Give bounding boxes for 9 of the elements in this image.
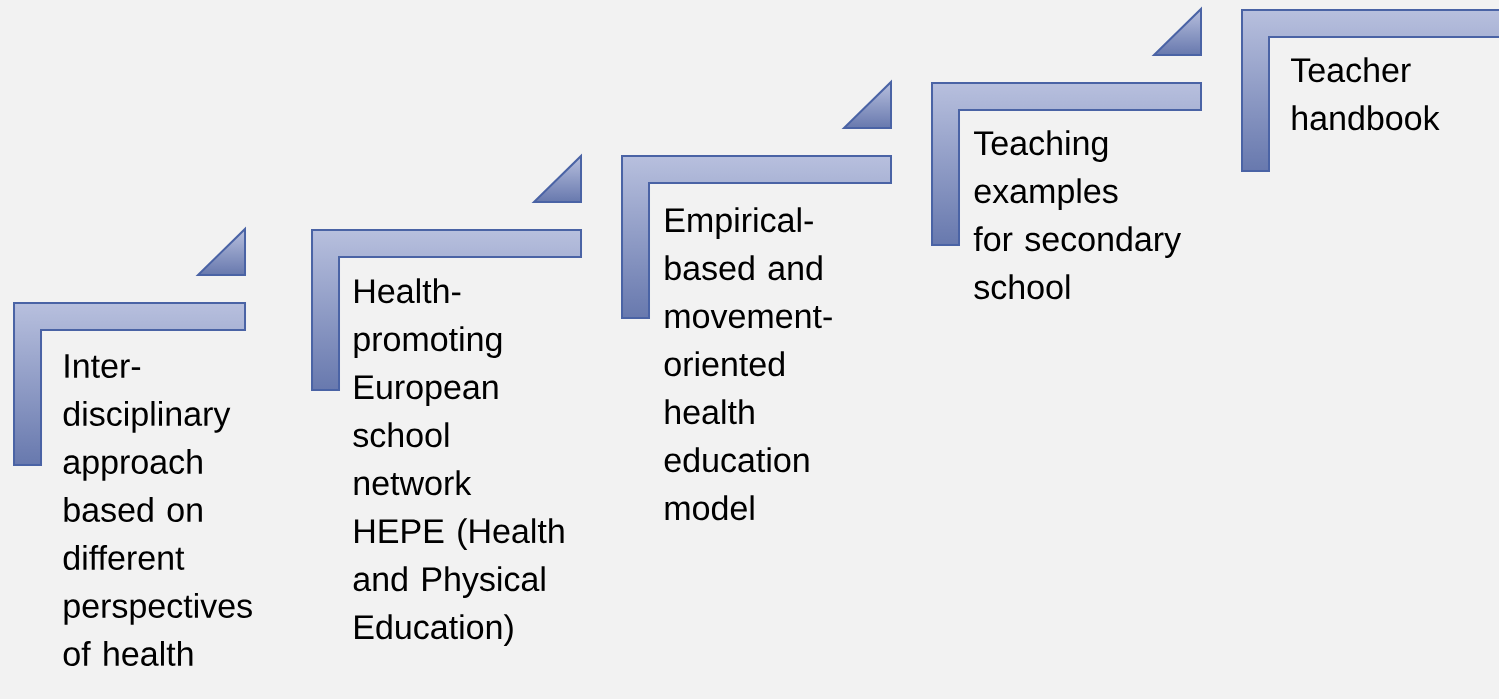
step-box: Empirical-based and movement-oriented health education model [621,155,892,521]
step-box: Teaching examples for secondary school [931,82,1202,300]
node-label: based on different perspectives of health [63,497,252,666]
node-label: oriented health education model [664,351,809,521]
step-box: Teacher handbook [1241,9,1499,172]
node-label: school network HEPE (Health and Physical Education) [353,422,564,646]
step-box: Inter-disciplinary approach based on different perspectives of health [13,302,252,666]
node-label: school [974,274,1070,300]
step-box: Health-promoting European school network HEPE (Health and Physical Education) [311,229,582,646]
